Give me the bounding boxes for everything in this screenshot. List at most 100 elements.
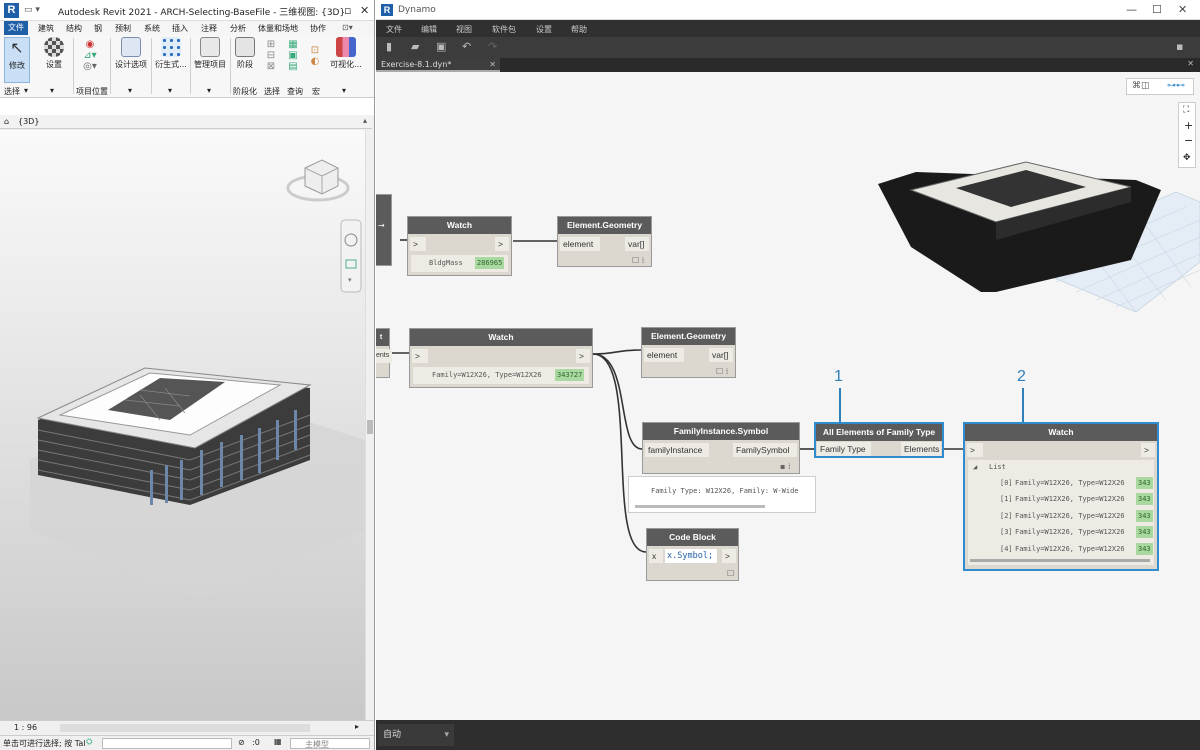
view-vertical-scrollbar[interactable] (365, 130, 373, 720)
scroll-right-icon[interactable]: ▸ (355, 722, 360, 731)
partial-node-1[interactable]: → (376, 194, 392, 266)
redo-icon[interactable]: ↷ (488, 40, 498, 53)
screenshot-camera-icon[interactable]: ▪ (1176, 40, 1184, 53)
menu-file[interactable]: 文件 (386, 25, 402, 34)
group-design-dropdown-icon[interactable]: ▾ (128, 86, 133, 95)
code-block-editor[interactable]: x.Symbol; (665, 549, 717, 563)
main-model-dropdown[interactable]: 主模型 (290, 738, 370, 749)
close-tab-icon[interactable]: ✕ (489, 60, 496, 69)
watch-node-1[interactable]: Watch > > BldgMass 286965 (407, 216, 512, 276)
partial-node-2[interactable]: t ents (376, 328, 393, 378)
design-options-button[interactable]: 设计选项 (113, 37, 149, 70)
list-collapse-icon[interactable]: ◢ (973, 463, 978, 471)
run-mode-dropdown[interactable]: 自动 ▾ (378, 724, 454, 746)
partial-node-2-port[interactable]: ents (376, 349, 393, 363)
view-horizontal-scrollbar[interactable] (60, 724, 310, 732)
lacing-icon[interactable]: ☐ ⁞ (716, 367, 729, 376)
element-geometry-node-2-input[interactable]: element (644, 348, 684, 362)
watch-node-3-output[interactable]: > (1141, 443, 1155, 457)
lacing-icon[interactable]: ▪ ⁞ (780, 462, 791, 471)
save-file-icon[interactable]: ▣ (436, 40, 447, 53)
group-select-label[interactable]: 选择 (4, 87, 20, 96)
group-visualize-dropdown-icon[interactable]: ▾ (342, 86, 347, 95)
watch-node-2[interactable]: Watch > > Family=W12X26, Type=W12X26 343… (409, 328, 593, 388)
design-option-icon[interactable]: ▦ (274, 737, 282, 746)
revit-minimize-icon[interactable]: ▫ (344, 4, 352, 17)
open-file-icon[interactable]: ▰ (411, 40, 420, 53)
familyinstance-symbol-node[interactable]: FamilyInstance.Symbol familyInstance Fam… (642, 422, 800, 474)
group-settings-dropdown-icon[interactable]: ▾ (50, 86, 55, 95)
element-geometry-node-2-output[interactable]: var[] (709, 348, 733, 362)
tab-collaborate[interactable]: 协作 (310, 24, 326, 33)
modify-button[interactable]: ↖ 修改 (4, 37, 30, 83)
quick-access-toolbar[interactable]: ▭ ▾ (24, 5, 40, 15)
watch-node-1-output[interactable]: > (495, 237, 509, 251)
watch-node-3-input[interactable]: > (967, 443, 983, 457)
list-item-element-id[interactable]: 343 (1136, 543, 1153, 555)
new-file-icon[interactable]: ▮ (386, 40, 393, 53)
familyinstance-symbol-output[interactable]: FamilySymbol (733, 443, 797, 457)
watch-node-3[interactable]: Watch > > ◢ List [0]Family=W12X26, Type=… (963, 422, 1159, 571)
code-block-output[interactable]: > (722, 549, 736, 563)
code-block-input[interactable]: x (649, 549, 663, 563)
zoom-out-icon[interactable]: − (1184, 134, 1194, 147)
all-elements-of-family-type-node[interactable]: All Elements of Family Type Family Type … (814, 422, 944, 458)
workset-dropdown[interactable] (102, 738, 232, 749)
element-geometry-node-1-output[interactable]: var[] (625, 237, 649, 251)
watch-node-1-element-id[interactable]: 286965 (475, 257, 505, 269)
settings-button[interactable]: 设置 (40, 37, 68, 70)
tab-insert[interactable]: 插入 (172, 24, 188, 33)
tab-precast[interactable]: 预制 (115, 24, 131, 33)
zoom-fit-icon[interactable]: ⛶ (1183, 105, 1190, 115)
location-tools[interactable]: ◉ ⊿▾ ◎▾ (80, 39, 100, 72)
watch-node-2-element-id[interactable]: 343727 (555, 369, 585, 381)
element-geometry-node-2[interactable]: Element.Geometry element var[] ☐ ⁞ (641, 327, 736, 378)
dynamo-canvas[interactable]: → t ents Watch > > BldgMass 286965 Eleme… (376, 72, 1200, 720)
code-block-node[interactable]: Code Block x x.Symbol; > ☐ (646, 528, 739, 581)
list-item-element-id[interactable]: 343 (1136, 526, 1153, 538)
element-geometry-node-1-input[interactable]: element (560, 237, 600, 251)
tab-steel[interactable]: 钢 (94, 24, 102, 33)
menu-packages[interactable]: 软件包 (492, 25, 516, 34)
lacing-icon[interactable]: ☐ ⁞ (632, 256, 645, 265)
view-tab[interactable]: ⌂ {3D} ▴ (0, 115, 372, 129)
tab-file[interactable]: 文件 (4, 21, 28, 35)
building-3d-model[interactable]: ▾ (0, 130, 365, 720)
menu-help[interactable]: 帮助 (571, 25, 587, 34)
preview-bubble-scrollbar[interactable] (635, 505, 765, 508)
tab-analyze[interactable]: 分析 (230, 24, 246, 33)
group-generative-dropdown-icon[interactable]: ▾ (168, 86, 173, 95)
file-tab[interactable]: Exercise-8.1.dyn* ✕ (376, 58, 500, 72)
selection-tools[interactable]: ⊞⊟⊠ (266, 39, 276, 72)
tab-structure[interactable]: 结构 (66, 24, 82, 33)
element-geometry-node-1[interactable]: Element.Geometry element var[] ☐ ⁞ (557, 216, 652, 267)
generative-design-button[interactable]: 衍生式... (154, 37, 188, 70)
zoom-in-icon[interactable]: + (1184, 119, 1194, 132)
all-elements-family-type-input[interactable]: Family Type (817, 442, 871, 456)
all-elements-elements-output[interactable]: Elements (901, 442, 941, 456)
tab-overflow-icon[interactable]: ⊡▾ (342, 23, 353, 32)
lacing-icon[interactable]: ☐ (727, 569, 735, 578)
manage-project-button[interactable]: 管理项目 (192, 37, 228, 70)
tab-systems[interactable]: 系统 (144, 24, 160, 33)
watch-node-2-input[interactable]: > (412, 349, 428, 363)
tab-architecture[interactable]: 建筑 (38, 24, 54, 33)
menu-view[interactable]: 视图 (456, 25, 472, 34)
pan-icon[interactable]: ✥ (1183, 153, 1191, 163)
graph-view-icon[interactable]: ⊶⊷ (1167, 81, 1185, 91)
revit-3d-view[interactable]: ▾ (0, 130, 365, 720)
list-scrollbar[interactable] (970, 559, 1150, 562)
group-select-dropdown-icon[interactable]: ▾ (24, 86, 29, 95)
sync-icon[interactable]: ⊘ (238, 738, 245, 747)
viewcube-icon[interactable] (286, 159, 350, 202)
tab-annotate[interactable]: 注释 (201, 24, 217, 33)
navigation-bar[interactable]: ▾ (340, 219, 362, 293)
dynamo-close-icon[interactable]: ✕ (1178, 3, 1188, 16)
tabs-overflow-icon[interactable]: ✕ (1187, 59, 1194, 68)
phases-button[interactable]: 阶段 (233, 37, 257, 70)
dynamo-minimize-icon[interactable]: — (1126, 3, 1137, 16)
watch-node-1-input[interactable]: > (410, 237, 426, 251)
revit-close-icon[interactable]: ✕ (360, 4, 370, 17)
watch-node-2-output[interactable]: > (576, 349, 590, 363)
